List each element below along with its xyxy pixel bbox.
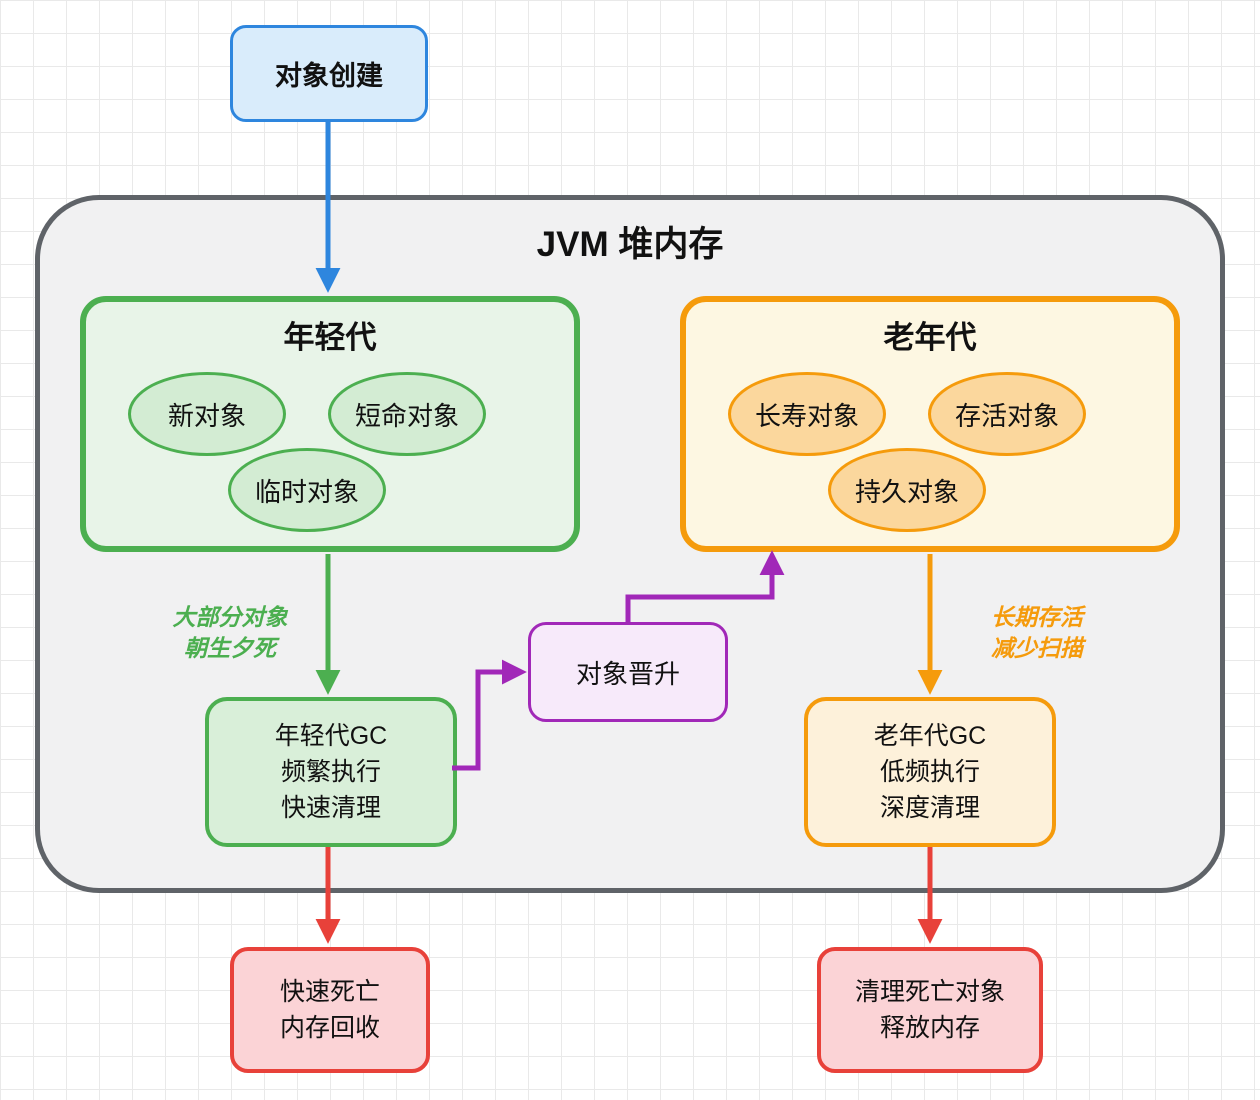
node-young-death: 快速死亡 内存回收	[230, 947, 430, 1073]
node-old-death: 清理死亡对象 释放内存	[817, 947, 1043, 1073]
promotion-label: 对象晋升	[575, 658, 680, 689]
old-generation-title: 老年代	[883, 320, 977, 355]
edge-label-young-line2: 朝生夕死	[184, 635, 276, 661]
edge-label-old-line1: 长期存活	[991, 604, 1083, 630]
young-object-temporary: 临时对象	[228, 448, 386, 532]
young-object-new-label: 新对象	[167, 400, 246, 431]
old-object-longlived-label: 长寿对象	[754, 400, 859, 431]
jvm-heap-title: JVM 堆内存	[536, 225, 724, 264]
node-object-promotion: 对象晋升	[528, 622, 728, 722]
young-object-shortlived-label: 短命对象	[354, 400, 459, 431]
young-gc-line1: 年轻代GC	[274, 722, 388, 750]
edge-label-old-line2: 减少扫描	[991, 635, 1083, 661]
young-gc-line2: 频繁执行	[280, 758, 381, 786]
old-object-persistent-label: 持久对象	[854, 476, 959, 507]
young-object-new: 新对象	[128, 372, 286, 456]
old-object-survivor: 存活对象	[928, 372, 1086, 456]
edge-label-old-gc: 长期存活 减少扫描	[970, 602, 1104, 664]
node-young-generation: 年轻代 新对象 短命对象 临时对象	[80, 296, 580, 552]
young-death-line2: 内存回收	[279, 1014, 380, 1042]
young-death-line1: 快速死亡	[279, 978, 380, 1006]
old-object-survivor-label: 存活对象	[954, 400, 1059, 431]
edge-label-young-line1: 大部分对象	[172, 604, 288, 630]
young-object-shortlived: 短命对象	[328, 372, 486, 456]
node-old-generation: 老年代 长寿对象 存活对象 持久对象	[680, 296, 1180, 552]
old-object-persistent: 持久对象	[828, 448, 986, 532]
old-object-longlived: 长寿对象	[728, 372, 886, 456]
old-gc-line2: 低频执行	[879, 758, 980, 786]
young-gc-line3: 快速清理	[280, 794, 381, 822]
node-object-creation-label: 对象创建	[275, 61, 383, 91]
node-old-gc: 老年代GC 低频执行 深度清理	[804, 697, 1056, 847]
old-death-line1: 清理死亡对象	[854, 978, 1005, 1006]
old-gc-line1: 老年代GC	[873, 722, 987, 750]
old-gc-line3: 深度清理	[879, 794, 980, 822]
node-object-creation: 对象创建	[230, 25, 428, 122]
old-death-line2: 释放内存	[879, 1014, 980, 1042]
young-object-temporary-label: 临时对象	[254, 476, 359, 507]
young-generation-title: 年轻代	[283, 320, 377, 355]
node-young-gc: 年轻代GC 频繁执行 快速清理	[205, 697, 457, 847]
edge-label-young-gc: 大部分对象 朝生夕死	[156, 602, 304, 664]
